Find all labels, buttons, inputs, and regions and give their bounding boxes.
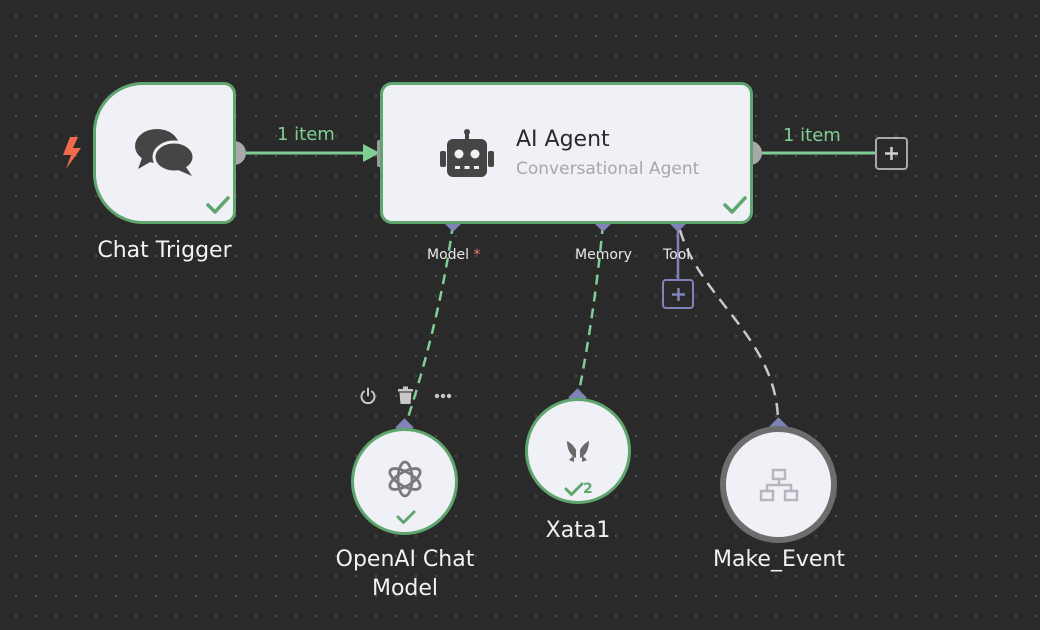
trash-icon[interactable]: [397, 386, 414, 405]
openai-label-line2: Model: [371, 576, 439, 601]
trigger-lightning-icon: [63, 137, 81, 169]
success-check-icon: [206, 196, 230, 214]
xata-label: Xata1: [545, 518, 611, 543]
sitemap-icon: [759, 468, 799, 502]
power-icon[interactable]: [359, 387, 377, 405]
xata-node[interactable]: 2: [525, 398, 631, 504]
add-node-button[interactable]: [875, 137, 908, 170]
edge-trigger-label: 1 item: [277, 124, 335, 145]
required-mark: *: [473, 247, 481, 263]
port-memory-label: Memory: [575, 247, 632, 263]
make-event-node[interactable]: [720, 426, 837, 543]
plus-icon: [672, 288, 685, 301]
chat-trigger-node[interactable]: [93, 82, 236, 224]
xata-butterfly-icon: [567, 441, 589, 462]
robot-icon: [440, 129, 494, 177]
port-model-label: Model *: [427, 247, 481, 263]
more-icon[interactable]: [434, 393, 452, 399]
chat-bubbles-icon: [135, 129, 196, 176]
openai-label-line1: OpenAI Chat: [335, 547, 475, 572]
openai-chat-model-node[interactable]: [351, 428, 458, 535]
add-tool-button[interactable]: [662, 279, 694, 309]
make-event-label: Make_Event: [713, 547, 845, 572]
port-tool-label: Tool: [663, 247, 691, 263]
plus-icon: [885, 147, 898, 160]
chat-trigger-label: Chat Trigger: [97, 238, 232, 263]
run-count-badge: 2: [583, 481, 593, 497]
openai-icon: [388, 460, 422, 498]
edge-tool-connection: [678, 229, 780, 427]
success-check-icon: [723, 196, 747, 214]
ai-agent-node[interactable]: AI Agent Conversational Agent: [380, 82, 753, 224]
agent-title: AI Agent: [516, 127, 610, 152]
success-check-icon: [564, 482, 584, 496]
port-model-text: Model: [427, 247, 470, 263]
success-check-icon: [396, 510, 416, 524]
edge-output-label: 1 item: [783, 125, 841, 146]
agent-subtitle: Conversational Agent: [516, 159, 700, 179]
